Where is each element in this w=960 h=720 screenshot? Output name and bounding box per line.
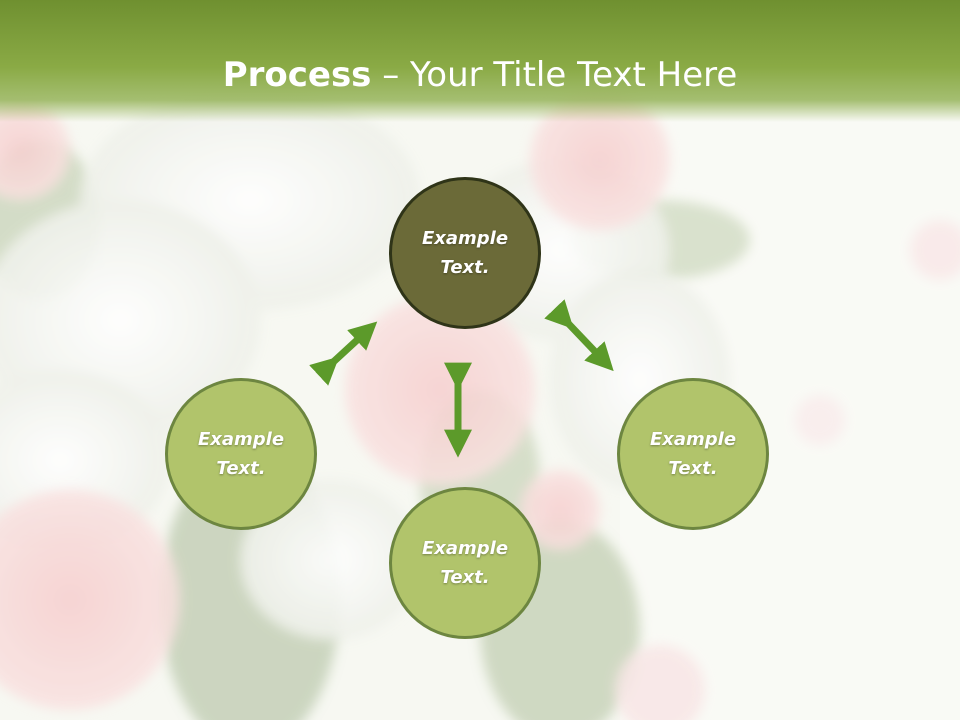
node-right-label: Example Text. <box>649 429 737 479</box>
node-bottom-label: Example Text. <box>421 538 509 588</box>
title-bold: Process <box>222 55 372 95</box>
node-top-label: Example Text. <box>421 228 509 278</box>
node-right: Example Text. <box>617 378 769 530</box>
node-left: Example Text. <box>165 378 317 530</box>
slide-title: Process – Your Title Text Here <box>0 50 960 100</box>
node-bottom: Example Text. <box>389 487 541 639</box>
title-rest: – Your Title Text Here <box>371 55 738 95</box>
header-band <box>0 0 960 122</box>
node-left-label: Example Text. <box>197 429 285 479</box>
node-top: Example Text. <box>389 177 541 329</box>
